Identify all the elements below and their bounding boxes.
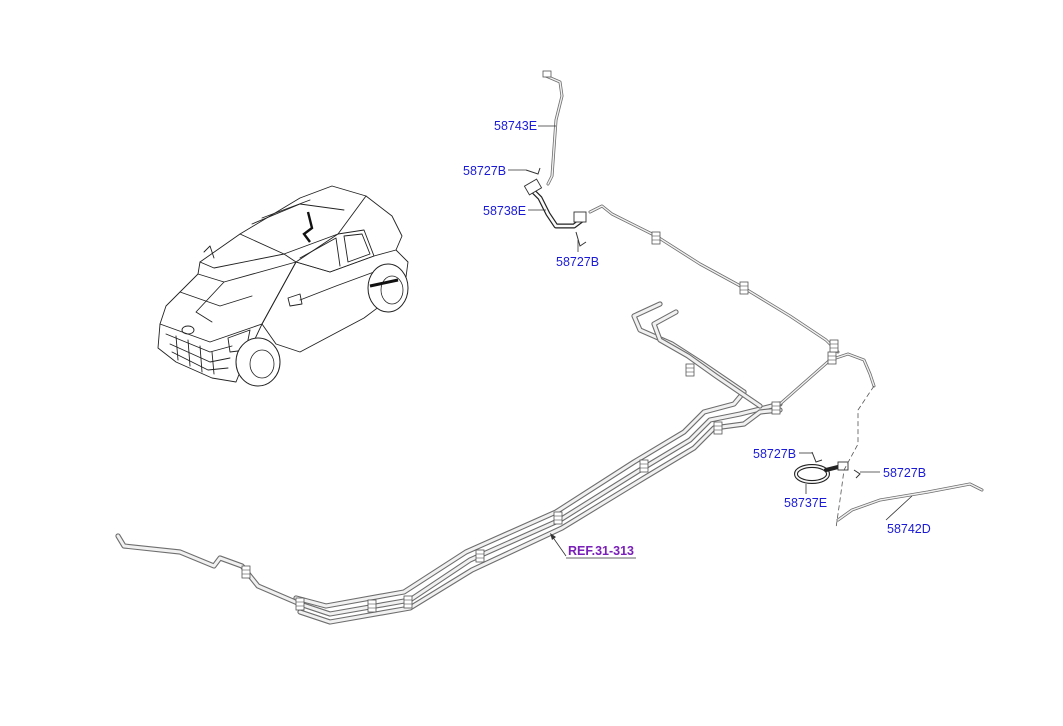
- main-tube-bundle: [115, 301, 876, 625]
- car-illustration: [157, 185, 409, 387]
- callout-58737e: 58737E: [784, 496, 827, 510]
- upper-brake-line: [542, 70, 840, 354]
- callout-58743e: 58743E: [494, 119, 537, 133]
- callout-58727b-rear-left: 58727B: [753, 447, 796, 461]
- rear-brake-hose: [794, 451, 861, 484]
- callouts: 58743E 58727B 58738E 58727B 58727B 58727…: [463, 119, 931, 559]
- callout-58727b-front: 58727B: [556, 255, 599, 269]
- reference-link[interactable]: REF.31-313: [568, 544, 634, 558]
- callout-58742d: 58742D: [887, 522, 931, 536]
- callout-58727b-rear-right: 58727B: [883, 466, 926, 480]
- front-brake-hose: [523, 167, 587, 247]
- callout-58727b-top: 58727B: [463, 164, 506, 178]
- callout-58738e: 58738E: [483, 204, 526, 218]
- rear-brake-tube: [836, 482, 984, 522]
